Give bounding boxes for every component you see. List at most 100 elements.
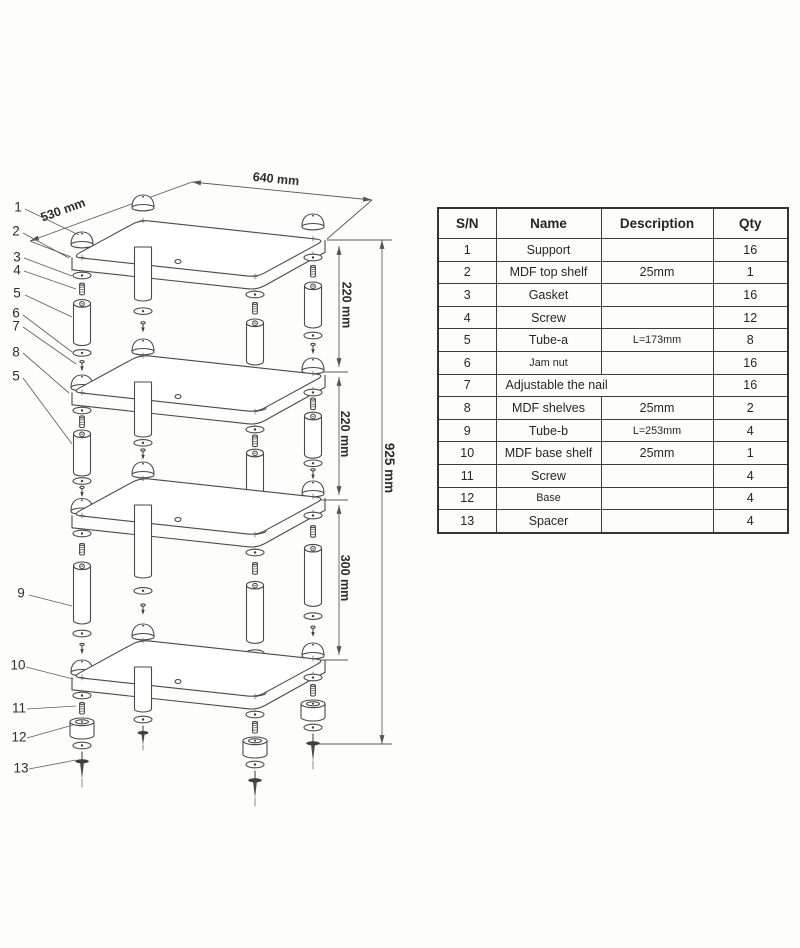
cell-name: Base <box>495 486 602 511</box>
cell-description: 25mm <box>600 260 714 285</box>
cell-qty: 4 <box>712 509 789 534</box>
callout-number: 11 <box>12 701 26 716</box>
cell-sn: 5 <box>437 328 497 352</box>
callout-number: 2 <box>12 224 20 239</box>
leg-column-rear <box>131 246 155 356</box>
callout-leader <box>25 666 74 680</box>
cell-name: Jam nut <box>495 350 602 375</box>
callout-leader <box>22 377 73 445</box>
rack-drawing <box>69 194 326 807</box>
foot-column <box>300 673 326 770</box>
callout-leader <box>22 314 73 353</box>
cell-qty: 4 <box>712 463 789 488</box>
cell-sn: 13 <box>437 509 497 534</box>
leg-column-rear <box>131 504 155 641</box>
callout-number: 5 <box>12 369 20 384</box>
leg-column <box>70 271 94 392</box>
cell-qty: 16 <box>712 238 789 262</box>
col-header-qty: Qty <box>712 207 789 239</box>
cell-sn: 2 <box>437 260 497 285</box>
dim-label-220-middle: 220 mm <box>338 411 352 458</box>
dim-label-925: 925 mm <box>382 443 397 493</box>
leg-column <box>70 529 94 677</box>
cell-qty: 1 <box>712 441 789 465</box>
col-header-sn: S/N <box>437 207 497 239</box>
cell-description <box>600 238 714 262</box>
cell-sn: 7 <box>437 373 497 398</box>
col-header-desc: Description <box>600 207 714 239</box>
cell-qty: 16 <box>712 373 789 398</box>
callout-number: 7 <box>12 319 20 334</box>
callout-number: 8 <box>12 345 20 360</box>
callout-number: 13 <box>13 761 28 776</box>
cell-name: Spacer <box>495 509 602 534</box>
cell-name: Gasket <box>495 283 602 307</box>
cell-qty: 16 <box>712 350 789 375</box>
callout-leader <box>23 270 77 290</box>
callout-number: 12 <box>11 730 26 745</box>
shelf-hole <box>174 393 182 400</box>
dim-label-220-upper: 220 mm <box>340 282 354 329</box>
callout-number: 9 <box>17 586 25 601</box>
cell-name: Support <box>495 238 602 262</box>
cell-name: MDF shelves <box>495 396 602 420</box>
col-header-name: Name <box>495 207 602 239</box>
cell-qty: 4 <box>712 486 789 511</box>
callout-leader <box>26 724 74 739</box>
cell-description: L=173mm <box>600 328 714 352</box>
cell-sn: 12 <box>437 486 497 511</box>
cell-description: L=253mm <box>600 418 714 443</box>
cell-sn: 11 <box>437 463 497 488</box>
cell-qty: 1 <box>712 260 789 285</box>
callout-number: 4 <box>13 263 21 278</box>
leg-column <box>301 253 325 375</box>
leg-column <box>70 406 94 515</box>
cell-sn: 9 <box>437 418 497 443</box>
cell-description: 25mm <box>600 396 714 420</box>
dim-label-300: 300 mm <box>338 555 352 602</box>
foot-column <box>242 710 268 807</box>
cell-sn: 1 <box>437 238 497 262</box>
callout-leader <box>28 594 73 607</box>
cell-name: Tube-a <box>495 328 602 352</box>
callout-leader <box>22 232 70 259</box>
shelf-hole <box>174 516 182 523</box>
cell-name: Screw <box>495 463 602 488</box>
leg-column-rear <box>131 381 155 479</box>
cell-qty: 16 <box>712 283 789 307</box>
callout-number: 10 <box>10 658 25 673</box>
callout-number: 6 <box>12 306 20 321</box>
callout-number: 3 <box>13 250 21 265</box>
cell-name: Tube-b <box>495 418 602 443</box>
cell-description: 25mm <box>600 441 714 465</box>
cell-description <box>600 509 714 534</box>
callout-leader <box>24 294 73 318</box>
cell-description <box>600 305 714 330</box>
leg-column <box>301 511 325 660</box>
cell-sn: 4 <box>437 305 497 330</box>
callout-leader <box>22 326 77 365</box>
cell-description <box>600 350 714 375</box>
callout-leader <box>22 352 70 394</box>
callout-leader <box>24 208 80 236</box>
cell-description <box>600 283 714 307</box>
cell-sn: 8 <box>437 396 497 420</box>
cell-qty: 8 <box>712 328 789 352</box>
cell-description <box>600 486 714 511</box>
